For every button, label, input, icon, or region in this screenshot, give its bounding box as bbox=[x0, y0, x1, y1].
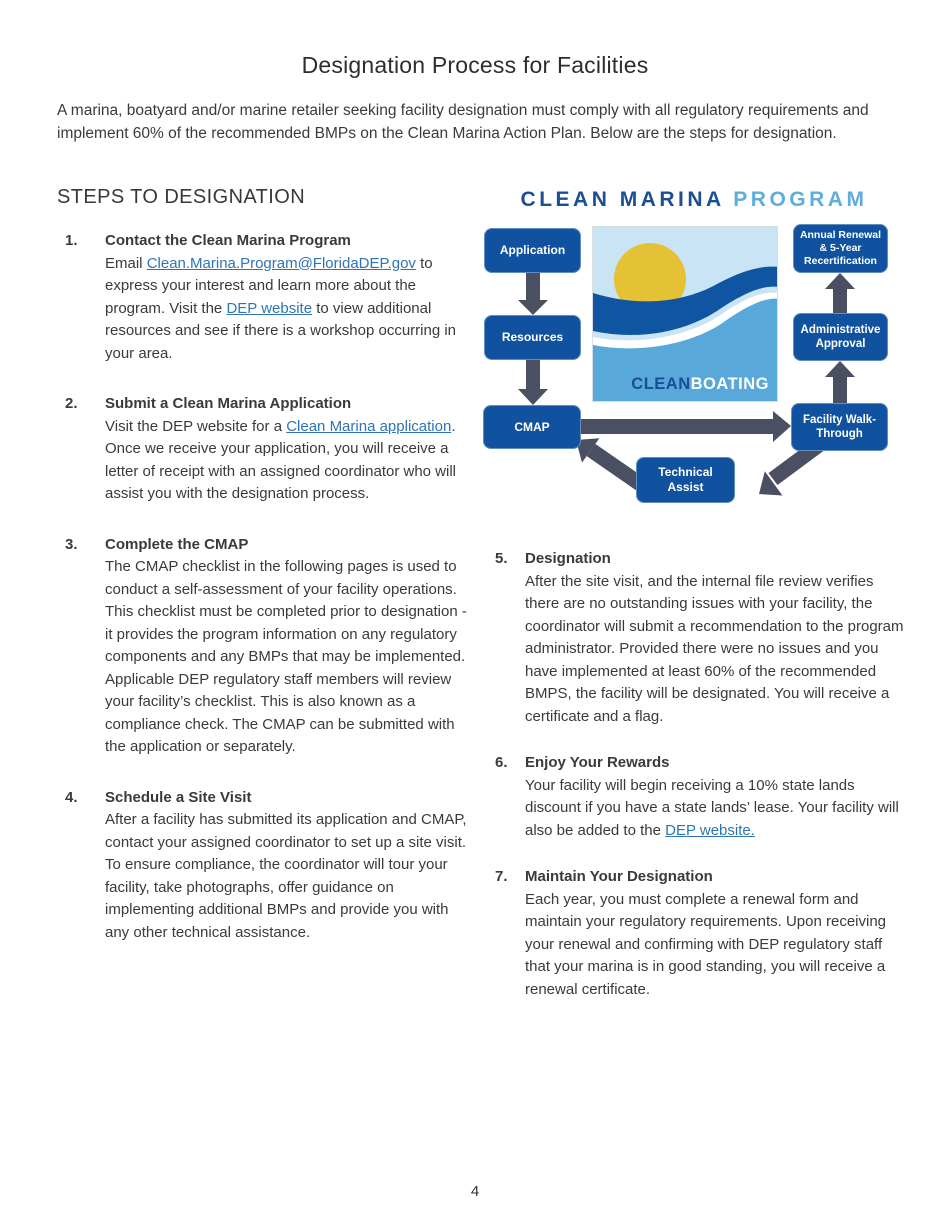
diagram-box-label: Annual Renewal & 5-Year Recertification bbox=[799, 228, 882, 268]
step-body: After a facility has submitted its appli… bbox=[105, 811, 467, 941]
diagram-box-label: Facility Walk-Through bbox=[802, 413, 877, 440]
step-number: 2. bbox=[65, 395, 78, 412]
diagram-box-label: CMAP bbox=[514, 419, 550, 434]
step-title: Schedule a Site Visit bbox=[105, 788, 252, 806]
up-arrow-icon bbox=[825, 273, 855, 313]
step-number: 5. bbox=[495, 550, 508, 567]
hyperlink[interactable]: Clean Marina application bbox=[286, 417, 452, 435]
diagonal-arrow-icon bbox=[576, 438, 648, 493]
step-title: Submit a Clean Marina Application bbox=[105, 395, 352, 412]
section-heading: STEPS TO DESIGNATION bbox=[57, 186, 306, 208]
step-body: Your facility will begin receiving a 10%… bbox=[525, 776, 899, 839]
diagram-title-dark: CLEAN MARINA bbox=[520, 188, 724, 211]
step-title: Enjoy Your Rewards bbox=[525, 754, 670, 771]
steps-column-right: CLEAN MARINA PROGRAM bbox=[483, 188, 905, 1025]
step-number: 3. bbox=[65, 535, 78, 553]
hyperlink[interactable]: DEP website. bbox=[665, 821, 755, 839]
clean-boating-logo: CLEANBOATING bbox=[592, 226, 778, 402]
step-number: 1. bbox=[65, 232, 78, 249]
right-arrow-icon bbox=[581, 411, 791, 442]
diagram-box-label: Application bbox=[499, 243, 566, 257]
hyperlink[interactable]: Clean.Marina.Program@FloridaDEP.gov bbox=[146, 254, 416, 272]
intro-paragraph: A marina, boatyard and/or marine retaile… bbox=[57, 102, 869, 142]
step-body: After the site visit, and the internal f… bbox=[525, 572, 904, 725]
hyperlink[interactable]: DEP website bbox=[226, 299, 313, 317]
diagram-box-cmap: CMAP bbox=[483, 405, 581, 449]
diagram-box-label: Administrative Approval bbox=[800, 323, 881, 350]
step-title: Maintain Your Designation bbox=[525, 868, 713, 885]
diagram-box-label: Technical Assist bbox=[658, 465, 713, 494]
diagram-box-label: Resources bbox=[501, 330, 564, 344]
diagram-box-annual-renewal: Annual Renewal & 5-Year Recertification bbox=[793, 224, 888, 273]
diagram-title: CLEAN MARINA PROGRAM bbox=[483, 188, 905, 212]
step-title: Complete the CMAP bbox=[105, 535, 249, 553]
clean-boating-wordmark-clean: CLEAN bbox=[631, 375, 691, 393]
page-title: Designation Process for Facilities bbox=[301, 52, 649, 78]
down-arrow-icon bbox=[518, 360, 548, 405]
sun-and-wave-graphic bbox=[593, 227, 777, 401]
diagram-box-administrative-approval: Administrative Approval bbox=[793, 313, 888, 361]
clean-marina-program-diagram: CLEAN MARINA PROGRAM bbox=[483, 188, 905, 510]
step-body: Email Clean.Marina.Program@FloridaDEP.go… bbox=[105, 254, 457, 362]
diagram-title-light: PROGRAM bbox=[733, 188, 868, 211]
down-arrow-icon bbox=[518, 273, 548, 315]
diagram-box-facility-walkthrough: Facility Walk-Through bbox=[791, 403, 888, 451]
diagram-box-technical-assist: Technical Assist bbox=[636, 457, 735, 503]
up-arrow-icon bbox=[825, 361, 855, 403]
step-body: The CMAP checklist in the following page… bbox=[105, 558, 467, 755]
step-body: Visit the DEP website for a Clean Marina… bbox=[105, 417, 457, 503]
step-item: 3. Complete the CMAP The CMAP checklist in… bbox=[57, 534, 471, 759]
step-number: 7. bbox=[495, 868, 508, 885]
clean-boating-wordmark-boating: BOATING bbox=[690, 375, 769, 393]
diagram-arrows bbox=[518, 273, 855, 496]
page-number: 4 bbox=[470, 1183, 480, 1200]
diagram-box-resources: Resources bbox=[484, 315, 581, 360]
step-title: Contact the Clean Marina Program bbox=[105, 232, 351, 249]
clean-boating-wordmark: CLEANBOATING bbox=[631, 375, 769, 394]
diagram-box-application: Application bbox=[484, 228, 581, 273]
step-body: Each year, you must complete a renewal f… bbox=[525, 890, 887, 998]
step-title: Designation bbox=[525, 550, 611, 567]
step-number: 4. bbox=[65, 788, 78, 806]
step-number: 6. bbox=[495, 754, 508, 771]
